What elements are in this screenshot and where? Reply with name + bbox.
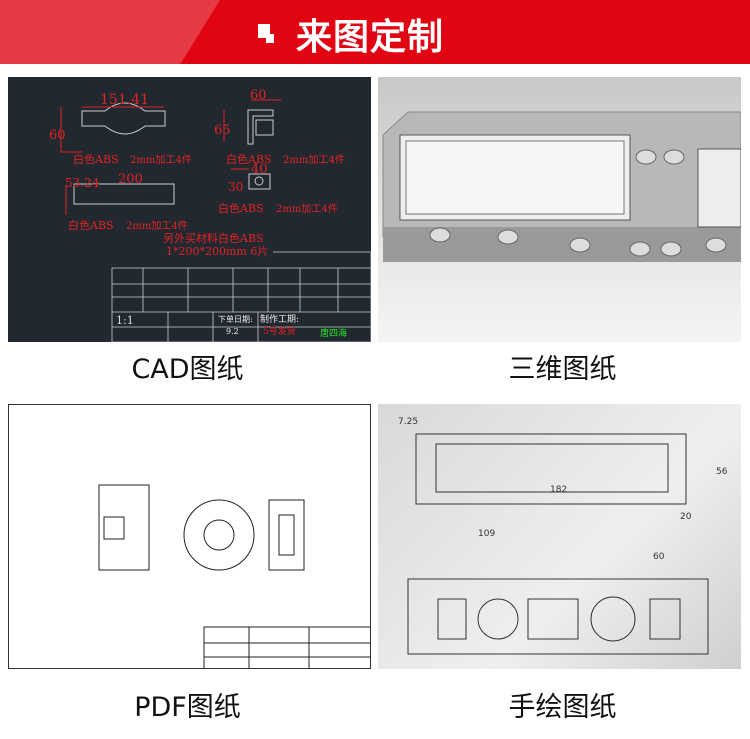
svg-text:9.2: 9.2: [226, 327, 239, 336]
cad-drawing-image: 151.41 60 60 65 200 53.24 40 30 白色ABS 2mm…: [8, 77, 371, 342]
header-banner: 来图定制: [0, 0, 750, 64]
note: 白色ABS: [226, 152, 272, 166]
banner-title: 来图定制: [296, 17, 445, 58]
svg-text:109: 109: [478, 529, 495, 539]
scale-value: 1:1: [116, 314, 134, 327]
note: 2mm加工4件: [283, 154, 345, 166]
svg-text:60: 60: [653, 552, 665, 562]
dim-label: 30: [228, 180, 243, 194]
note: 白色ABS: [218, 201, 264, 215]
svg-text:制作工期:: 制作工期:: [260, 313, 299, 325]
note: 2mm加工4件: [126, 220, 188, 232]
svg-text:182: 182: [550, 485, 567, 495]
note: 1*200*200mm 6片: [166, 245, 268, 258]
svg-text:20: 20: [680, 512, 692, 522]
note: 2mm加工4件: [276, 203, 338, 215]
hand-sketch-image: 7.25 182 109 56 60 20: [378, 404, 741, 669]
caption-3d: 三维图纸: [508, 354, 617, 385]
note: 2mm加工4件: [130, 154, 192, 166]
caption-cad: CAD图纸: [131, 354, 244, 385]
square-icon-small: [266, 34, 274, 43]
dim-label: 40: [251, 162, 268, 177]
svg-text:5号发货: 5号发货: [263, 325, 296, 337]
note: 白色ABS: [73, 152, 119, 166]
note: 白色ABS: [68, 218, 114, 232]
pdf-drawing-image: [8, 404, 371, 669]
dim-label: 60: [49, 128, 66, 143]
svg-text:56: 56: [716, 467, 728, 477]
svg-text:下单日期:: 下单日期:: [218, 314, 253, 324]
svg-text:唐四海: 唐四海: [320, 327, 347, 339]
3d-model-image: [378, 77, 741, 342]
dim-label: 151.41: [100, 92, 149, 108]
dim-label: 53.24: [65, 176, 100, 190]
caption-hand-drawn: 手绘图纸: [508, 692, 617, 723]
svg-text:7.25: 7.25: [398, 417, 418, 427]
dim-label: 60: [250, 88, 267, 103]
caption-pdf: PDF图纸: [134, 692, 241, 723]
banner-accent-shape: [0, 0, 220, 64]
note: 另外买材料白色ABS: [163, 231, 264, 245]
dim-label: 200: [118, 172, 143, 187]
dim-label: 65: [214, 123, 231, 138]
